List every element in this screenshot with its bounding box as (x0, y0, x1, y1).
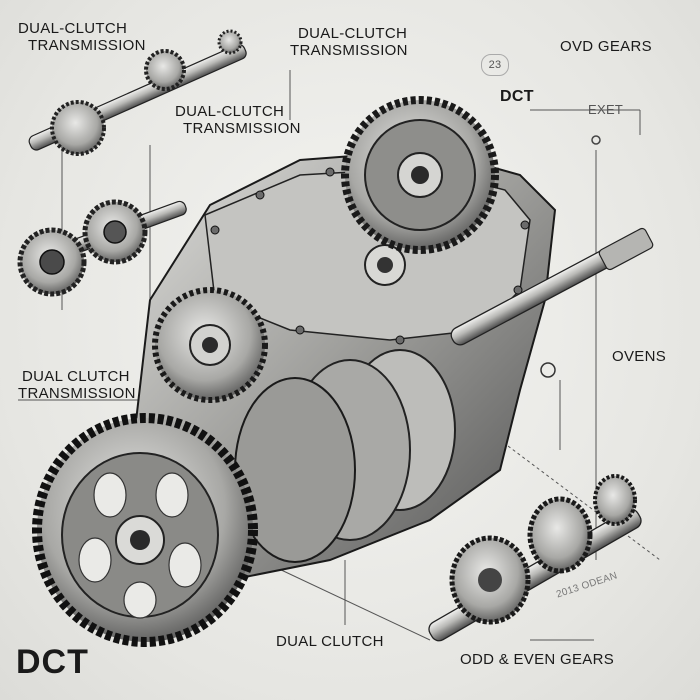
left-cluster-gear-a-hub (39, 249, 65, 275)
label-circle-number: 23 (481, 54, 509, 76)
clutch-drum-stack (234, 349, 456, 563)
upper-left-gear-large (50, 100, 106, 156)
left-housing-gear (152, 287, 268, 403)
label-middle-left: DUAL-CLUTCH TRANSMISSION (175, 103, 301, 137)
front-gear-bore (130, 530, 150, 550)
label-left-side: DUAL CLUTCH TRANSMISSION (18, 368, 136, 402)
label-dual-clutch-bottom: DUAL CLUTCH (276, 633, 384, 650)
lower-right-gear-b (527, 496, 593, 574)
upper-left-shaft-assembly (28, 29, 247, 156)
label-top-center: DUAL-CLUTCH TRANSMISSION (290, 25, 408, 59)
lower-right-shaft-assembly (428, 474, 642, 642)
label-top-center-line2: TRANSMISSION (290, 42, 408, 59)
left-housing-gear-bore (202, 337, 218, 353)
label-dct-large: DCT (16, 643, 89, 681)
right-output-spline (598, 227, 654, 271)
label-odd-even-gears: ODD & EVEN GEARS (460, 651, 615, 668)
label-dct-small: DCT (500, 88, 534, 105)
label-middle-left-line1: DUAL-CLUTCH (175, 103, 285, 120)
label-top-left-line2: TRANSMISSION (28, 37, 146, 54)
label-exet: EXET (588, 102, 624, 117)
left-cluster-gear-b-hub (103, 220, 127, 244)
top-main-gear (341, 96, 499, 254)
label-top-center-line1: DUAL-CLUTCH (298, 25, 408, 42)
left-gear-cluster (17, 199, 187, 297)
label-ovd-gears: OVD GEARS (560, 38, 652, 55)
label-top-left-line1: DUAL-CLUTCH (18, 20, 128, 37)
lower-right-gear-a-hub (478, 568, 502, 592)
lower-right-gear-c (593, 474, 637, 526)
label-left-side-line2: TRANSMISSION (18, 385, 136, 402)
label-top-left: DUAL-CLUTCH TRANSMISSION (18, 20, 146, 54)
housing-center-bearing-bore (377, 257, 393, 273)
marker-ring (540, 362, 556, 378)
small-marker-ring (591, 135, 601, 145)
label-ovens: OVENS (612, 348, 667, 365)
upper-left-gear-tip (217, 29, 243, 55)
upper-left-gear-small (144, 49, 186, 91)
label-middle-left-line2: TRANSMISSION (183, 120, 301, 137)
label-left-side-line1: DUAL CLUTCH (22, 368, 130, 385)
right-output-shaft (450, 227, 654, 346)
front-large-gear (32, 413, 258, 647)
front-gear-spokes (78, 472, 202, 619)
top-gear-bore (411, 166, 429, 184)
